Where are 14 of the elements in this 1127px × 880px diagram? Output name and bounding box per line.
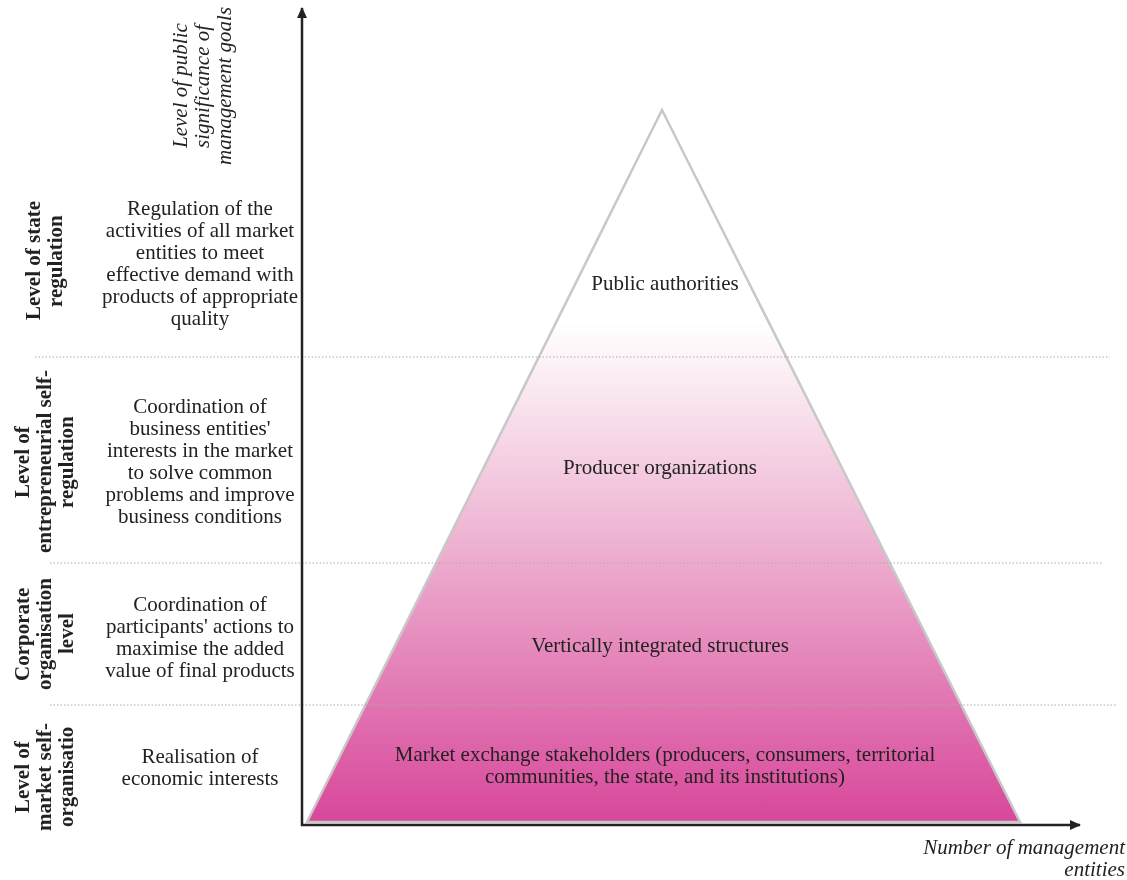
layer-label: Market exchange stakeholders (producers, consumers, territorial communities, the state, and its institutions) bbox=[393, 741, 937, 790]
layer-label: Public authorities bbox=[590, 270, 740, 297]
level-description: Regulation of the activities of all market entities to meet effective demand with products of appropriate quality bbox=[101, 194, 299, 332]
level-name: Level of market self-organisatio bbox=[9, 722, 79, 833]
layer-label: Vertically integrated structures bbox=[530, 632, 790, 659]
level-description: Coordination of participants' actions to maximise the added value of final products bbox=[104, 591, 296, 684]
level-name: Level of entrepreneurial self-regulation bbox=[9, 369, 79, 556]
level-name: Corporate organisation level bbox=[9, 577, 79, 692]
level-name: Level of state regulation bbox=[20, 200, 68, 323]
axis-title: Number of management entities bbox=[922, 836, 1125, 880]
layer-label: Producer organizations bbox=[562, 454, 758, 481]
axis-title: Level of public significance of management goals bbox=[167, 5, 237, 167]
level-description: Coordination of business entities' interests in the market to solve common problems and improve business conditions bbox=[104, 393, 296, 530]
level-description: Realisation of economic interests bbox=[120, 743, 280, 792]
